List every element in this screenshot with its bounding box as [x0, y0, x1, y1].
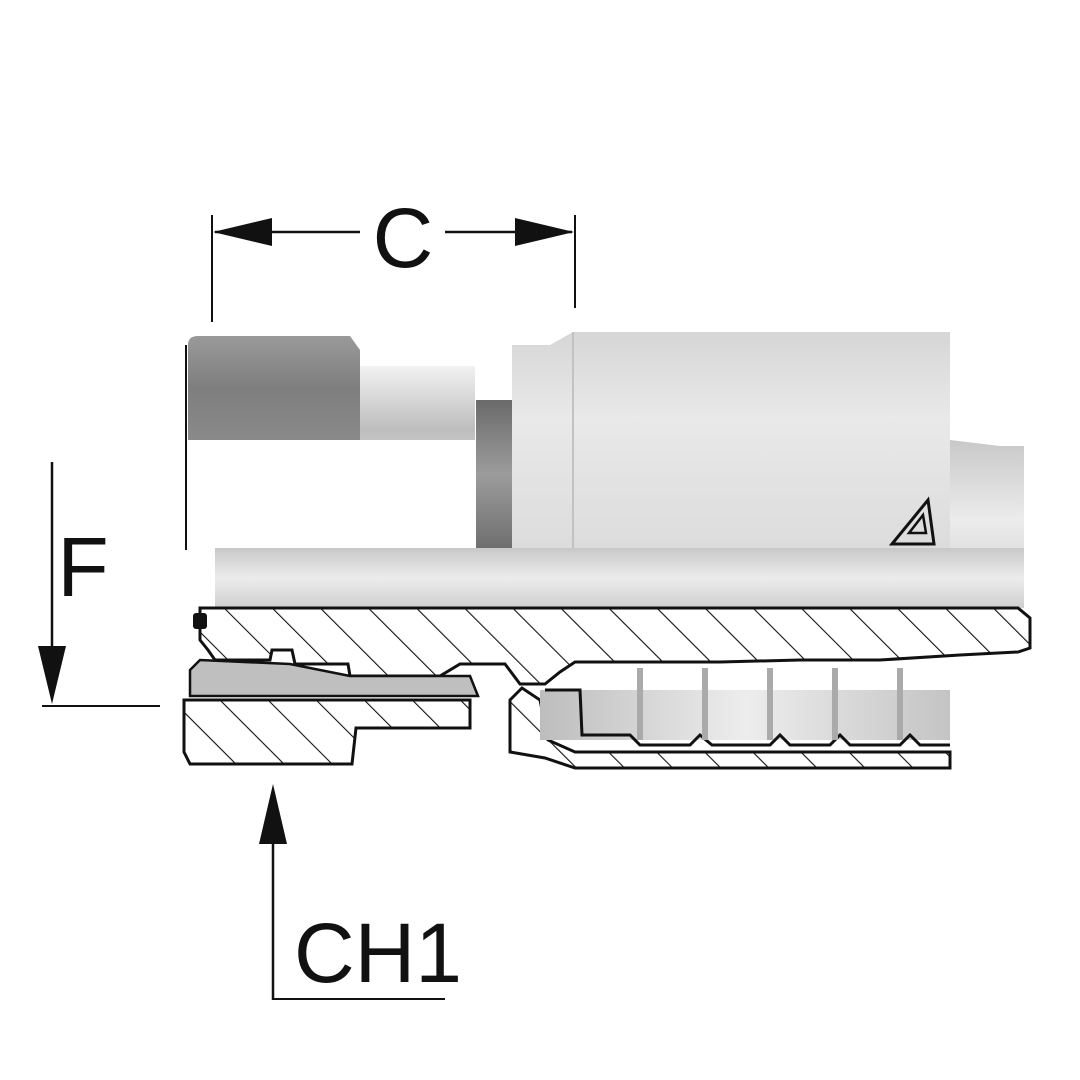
nut-section [182, 698, 472, 766]
socket-section [508, 686, 952, 770]
socket-body [512, 332, 950, 548]
groove [476, 400, 512, 548]
inner-band [215, 548, 1024, 608]
socket-ribs [540, 668, 950, 747]
label-c: C [373, 191, 434, 285]
brand-logo-icon [888, 496, 936, 546]
label-ch1: CH1 [294, 906, 462, 1000]
dimension-c: C [211, 191, 576, 322]
shell-section [198, 606, 1032, 686]
dimension-f: F [38, 462, 160, 707]
nut-upper [188, 336, 360, 440]
nipple-bore [188, 658, 480, 698]
neck-lower-white [360, 440, 475, 548]
seal-ring [193, 613, 207, 629]
label-f: F [57, 520, 108, 614]
dimension-ch1: CH1 [259, 784, 462, 1000]
nut-lower-face [186, 440, 360, 550]
